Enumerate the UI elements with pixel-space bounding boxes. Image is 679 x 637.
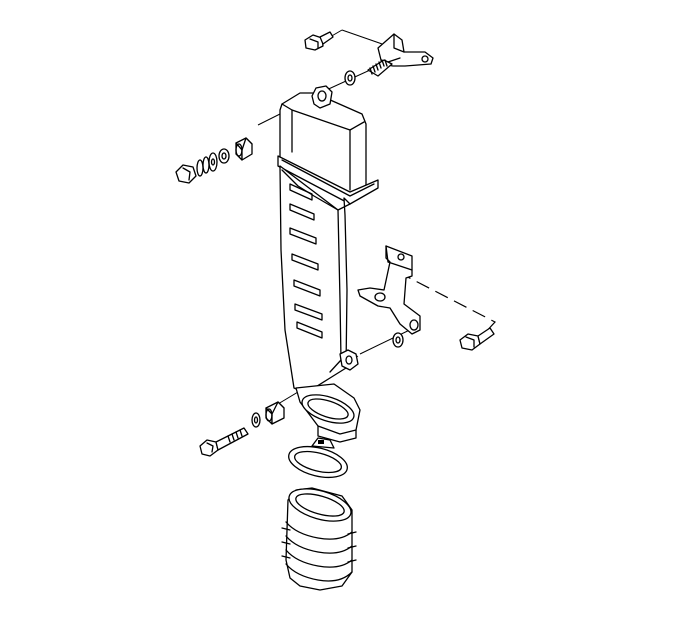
duct-rib-slots (289, 183, 323, 339)
bracket-alignment-dashline (397, 271, 496, 337)
upper-stud-icon (367, 59, 393, 77)
upper-left-washers-icon (196, 148, 230, 177)
upper-washer-icon (344, 70, 356, 86)
lower-bushing-icon (265, 401, 285, 425)
right-bracket-icon (357, 245, 421, 335)
lower-long-bolt-icon (199, 427, 249, 457)
upper-left-nut-icon (175, 164, 197, 184)
upper-grommet-icon (311, 85, 333, 109)
upper-bracket-icon (377, 33, 434, 67)
upper-bushing-icon (235, 137, 253, 161)
lower-grommet-icon (392, 332, 404, 348)
lower-washer-icon (251, 412, 261, 428)
hose-clamp-icon (288, 437, 348, 479)
right-bolt-icon (459, 327, 495, 351)
bellows-boot-icon (281, 487, 357, 591)
air-duct-housing-icon (277, 85, 379, 394)
duct-outlet-icon (295, 383, 361, 443)
upper-bolt-icon (304, 31, 334, 51)
